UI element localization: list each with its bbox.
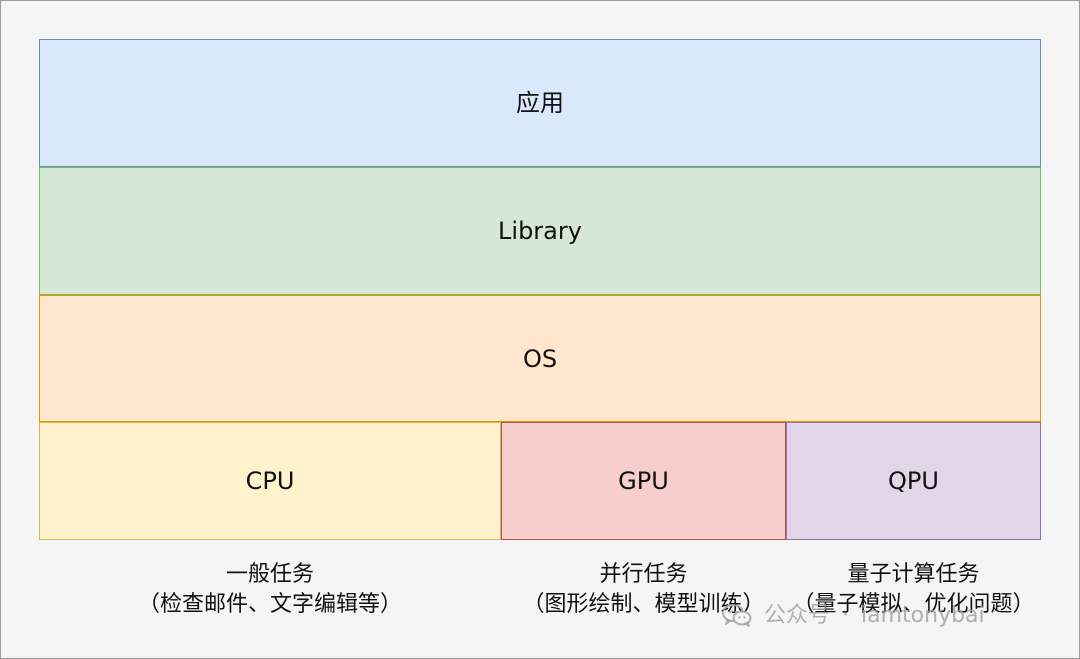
cpu-label: CPU <box>245 467 295 495</box>
application-layer-box: 应用 <box>39 39 1041 167</box>
gpu-caption: 并行任务 （图形绘制、模型训练） <box>486 560 801 622</box>
watermark-account: iamtonybai <box>861 603 985 628</box>
wechat-icon <box>720 602 754 630</box>
os-layer-box: OS <box>39 295 1041 422</box>
cpu-caption: 一般任务 （检查邮件、文字编辑等） <box>39 560 501 622</box>
gpu-caption-title: 并行任务 <box>599 562 688 587</box>
watermark-separator: · <box>842 603 850 628</box>
cpu-caption-detail: （检查邮件、文字编辑等） <box>137 592 402 617</box>
library-layer-label: Library <box>498 217 582 245</box>
gpu-caption-detail: （图形绘制、模型训练） <box>522 592 765 617</box>
watermark-label: 公众号 <box>764 603 831 628</box>
gpu-box: GPU <box>501 422 786 540</box>
qpu-caption-title: 量子计算任务 <box>847 562 980 587</box>
os-layer-label: OS <box>522 344 558 373</box>
cpu-caption-title: 一般任务 <box>225 562 314 587</box>
qpu-caption-detail: （量子模拟、优化问题） <box>792 592 1035 617</box>
watermark: 公众号 · iamtonybai <box>720 594 985 638</box>
cpu-box: CPU <box>39 422 501 540</box>
application-layer-label: 应用 <box>516 89 564 117</box>
gpu-label: GPU <box>618 467 669 495</box>
qpu-caption: 量子计算任务 （量子模拟、优化问题） <box>786 560 1041 622</box>
qpu-label: QPU <box>888 467 939 495</box>
library-layer-box: Library <box>39 167 1041 295</box>
qpu-box: QPU <box>786 422 1041 540</box>
